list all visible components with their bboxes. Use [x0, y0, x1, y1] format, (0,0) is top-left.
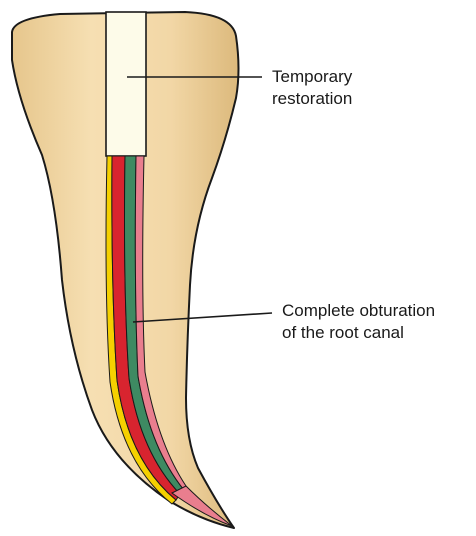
label-temporary-restoration: Temporary restoration [272, 66, 352, 110]
label-complete-obturation: Complete obturation of the root canal [282, 300, 435, 344]
label-complete-obturation-line2: of the root canal [282, 322, 435, 344]
label-temporary-restoration-line1: Temporary [272, 66, 352, 88]
label-complete-obturation-line1: Complete obturation [282, 300, 435, 322]
temporary-restoration [106, 12, 146, 156]
label-temporary-restoration-line2: restoration [272, 88, 352, 110]
